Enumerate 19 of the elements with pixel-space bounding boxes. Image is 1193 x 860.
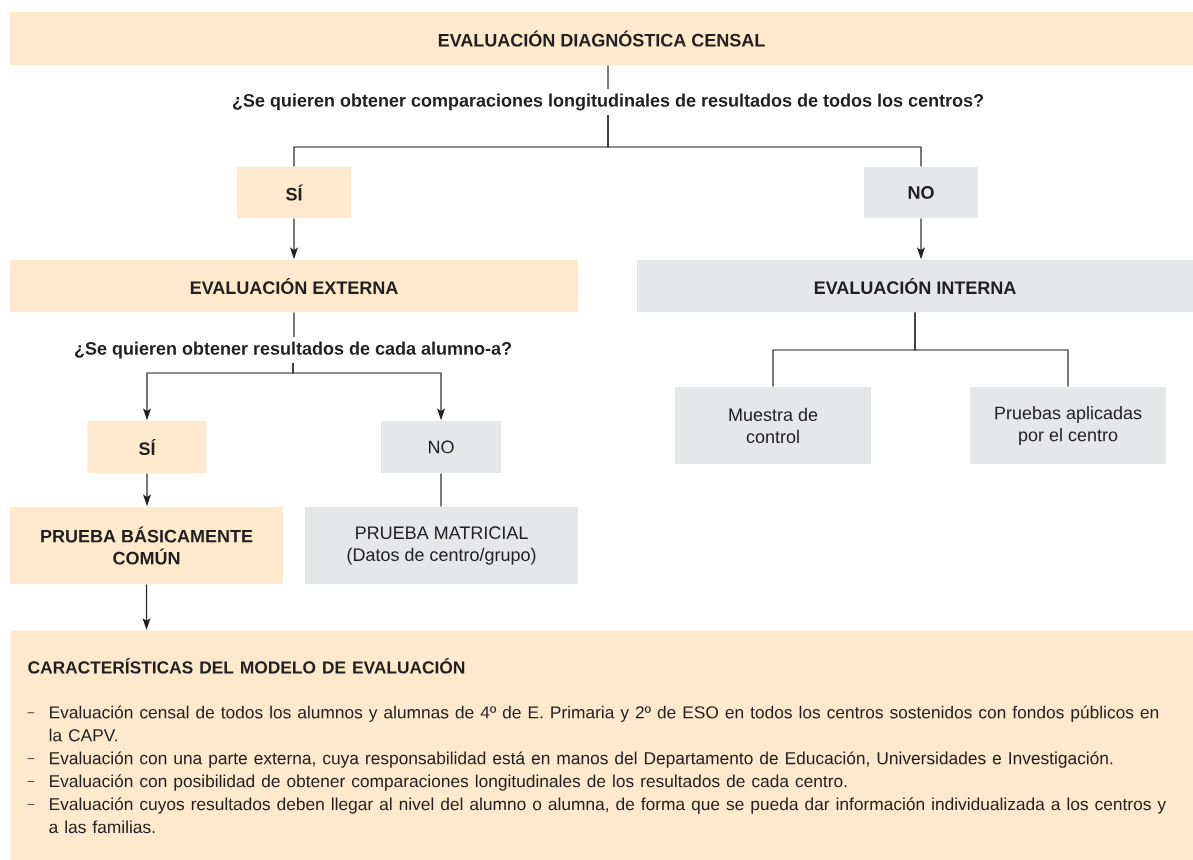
answer-box: NO <box>864 167 978 218</box>
result-box: Muestra de control <box>675 387 871 464</box>
info-box: CARACTERÍSTICAS DEL MODELO DE EVALUACIÓN Evaluación censal de todos los alumnos y alumnas de 4º de E. Primaria y 2º de ESO en todos los centros sostenidos con fondos públicos en la CAPV. Evaluación con una parte externa, cuya responsabilidad está en manos del Departamento de Educación, Universidades e Investigación. Evaluación con posibilidad de obtener comparaciones longitudinales de los resultados de cada centro. Evaluación cuyos resultados deben llegar al nivel del alumno o alumna, de forma que se pueda dar información individualizada a los centros y a las familias. <box>10 630 1193 860</box>
answer-box: SÍ <box>237 167 351 218</box>
question-text: ¿Se quieren obtener comparaciones longitudinales de resultados de todos los centros? <box>226 89 990 115</box>
answer-box: SÍ <box>87 421 207 473</box>
process-box: EVALUACIÓN EXTERNA <box>10 260 578 312</box>
connector <box>293 312 295 338</box>
result-box: PRUEBA MATRICIAL (Datos de centro/grupo) <box>305 507 578 584</box>
connector <box>440 472 442 507</box>
connector <box>607 114 922 167</box>
connector <box>914 312 1069 387</box>
connector <box>607 65 609 90</box>
result-box: Pruebas aplicadas por el centro <box>970 387 1166 464</box>
process-box: EVALUACIÓN INTERNA <box>637 260 1193 312</box>
answer-box: NO <box>381 421 501 473</box>
question-text: ¿Se quieren obtener resultados de cada alumno-a? <box>68 337 518 363</box>
result-box: PRUEBA BÁSICAMENTE COMÚN <box>10 507 283 584</box>
title-box: EVALUACIÓN DIAGNÓSTICA CENSAL <box>10 12 1193 65</box>
